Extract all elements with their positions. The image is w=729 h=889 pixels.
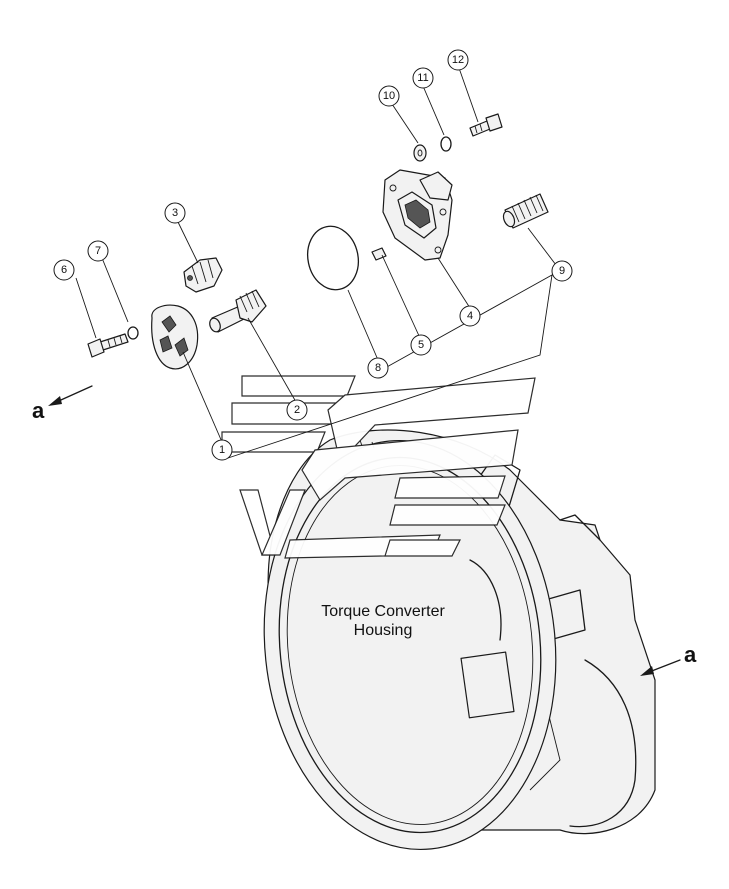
callout-11: 11 [412, 67, 434, 89]
svg-text:7: 7 [95, 245, 101, 257]
torque-converter-housing [263, 429, 656, 851]
callout-7: 7 [87, 240, 109, 262]
svg-text:2: 2 [294, 404, 300, 416]
housing-label-line-2: Housing [354, 622, 413, 639]
part-1-pump-rotor [151, 304, 199, 370]
part-12-bolt [469, 113, 503, 137]
callout-5: 5 [410, 334, 432, 356]
part-11-lock-washer [440, 136, 452, 152]
housing-label-line-1: Torque Converter [321, 603, 445, 620]
svg-text:6: 6 [61, 264, 67, 276]
svg-text:12: 12 [452, 54, 464, 66]
callout-2: 2 [286, 399, 308, 421]
svg-text:5: 5 [418, 339, 424, 351]
svg-text:3: 3 [172, 207, 178, 219]
svg-text:10: 10 [383, 90, 395, 102]
part-10-flat-washer [413, 144, 427, 162]
callout-10: 10 [378, 85, 400, 107]
svg-text:9: 9 [559, 265, 565, 277]
part-8-o-ring [307, 225, 359, 291]
svg-text:4: 4 [467, 310, 473, 322]
part-2-drive-gear [209, 289, 267, 333]
svg-text:8: 8 [375, 362, 381, 374]
callout-8: 8 [367, 357, 389, 379]
part-4-pump-cover [382, 169, 453, 261]
svg-text:11: 11 [417, 72, 428, 84]
callout-3: 3 [164, 202, 186, 224]
view-marker-left: a [32, 385, 93, 423]
callout-9: 9 [551, 260, 573, 282]
svg-text:1: 1 [219, 444, 225, 456]
callout-1: 1 [211, 439, 233, 461]
callout-4: 4 [459, 305, 481, 327]
watermark-logo [221, 375, 536, 559]
part-6-bolt [87, 333, 129, 358]
part-7-lock-washer [127, 326, 139, 340]
view-marker-right: a [640, 642, 697, 676]
callout-6: 6 [53, 259, 75, 281]
svg-text:a: a [684, 642, 697, 667]
part-3-small-gear [183, 257, 223, 293]
svg-text:a: a [32, 398, 45, 423]
callout-12: 12 [447, 49, 469, 71]
part-9-spring [502, 193, 549, 229]
